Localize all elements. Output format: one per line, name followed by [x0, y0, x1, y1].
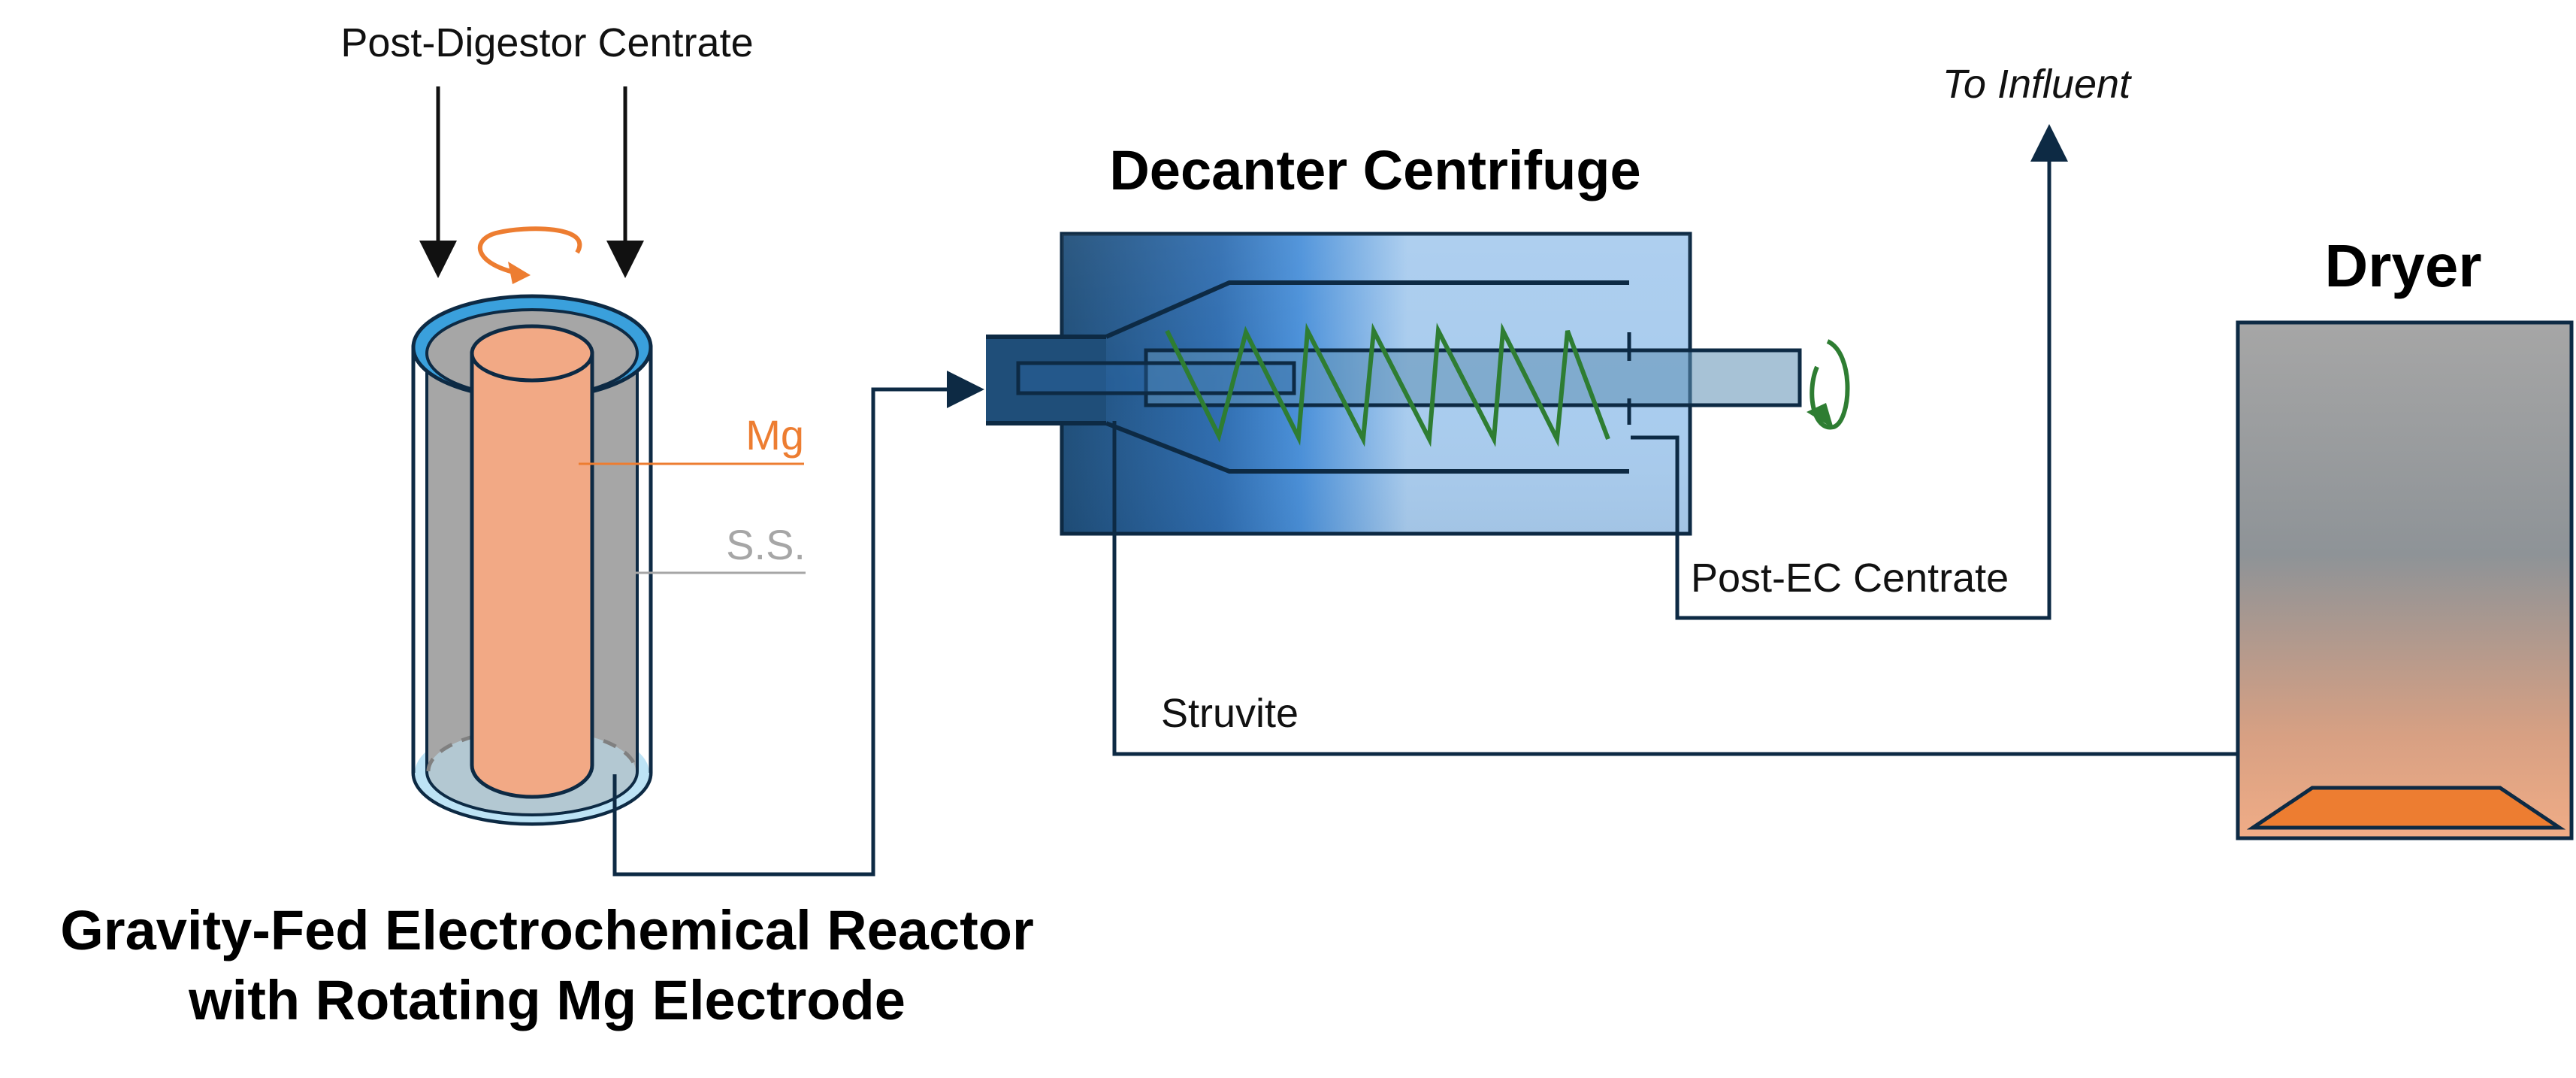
- rotation-arrow-icon: [477, 226, 582, 276]
- centrifuge-rotation-icon: [1810, 339, 1850, 430]
- dryer: Dryer: [2236, 232, 2574, 840]
- centrifuge-rotation-arrowhead: [1807, 403, 1834, 428]
- centrifuge-title: Decanter Centrifuge: [1109, 139, 1640, 201]
- to-influent-label: To Influent: [1943, 62, 2132, 107]
- reactor-title-line1: Gravity-Fed Electrochemical Reactor: [60, 899, 1034, 961]
- post-ec-centrate-line: [1631, 124, 2068, 620]
- reactor-to-centrifuge-line: [612, 371, 984, 877]
- struvite-line: [1112, 421, 2326, 773]
- dryer-body: [2236, 320, 2574, 840]
- inlet-label: Post-Digestor Centrate: [340, 20, 753, 65]
- decanter-centrifuge: Decanter Centrifuge: [986, 139, 1850, 536]
- struvite-label: Struvite: [1161, 691, 1299, 736]
- post-ec-label: Post-EC Centrate: [1691, 556, 2009, 601]
- mg-electrode-top: [470, 324, 594, 383]
- screw-conveyor: [1165, 322, 1610, 447]
- bowl-upper-edge: [1105, 280, 1629, 339]
- bowl-lower-edge: [1105, 421, 1629, 474]
- mg-label: Mg: [745, 411, 804, 459]
- rotation-arrowhead: [508, 262, 531, 284]
- dryer-title: Dryer: [2324, 232, 2481, 299]
- ss-label: S.S.: [726, 521, 806, 568]
- mg-electrode-rod: [470, 351, 594, 799]
- feed-inlet-tube: [986, 337, 1106, 423]
- electrochemical-reactor: Post-Digestor Centrate Mg S.S. Gravity-F…: [60, 20, 1034, 1031]
- reactor-title-line2: with Rotating Mg Electrode: [188, 969, 906, 1031]
- feed-pipe-inner: [1016, 361, 1296, 395]
- struvite-product-tray: [2246, 786, 2566, 830]
